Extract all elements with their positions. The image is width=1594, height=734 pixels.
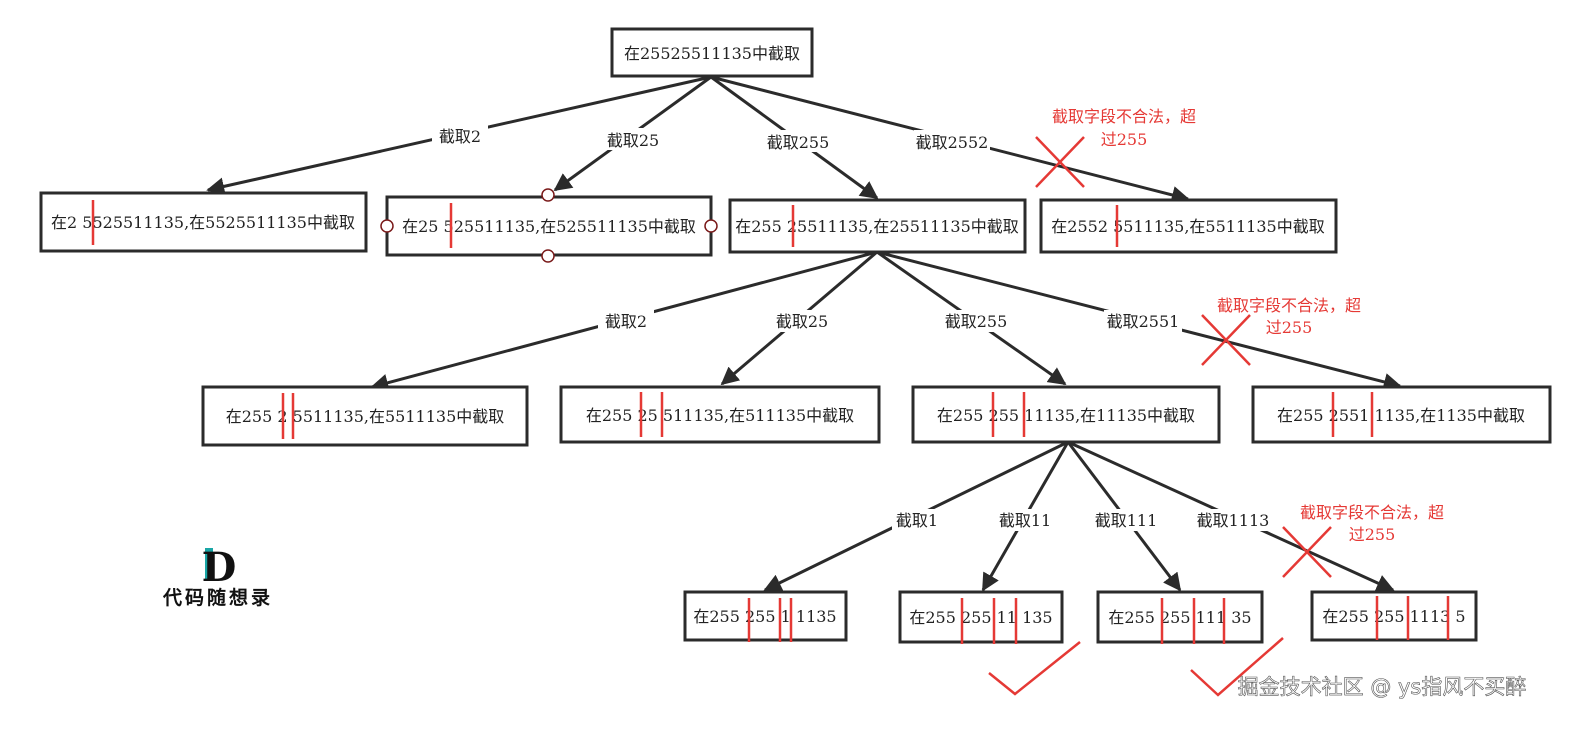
root-node[interactable]: 在25525511135中截取: [610, 27, 814, 78]
logo-name: 代码随想录: [162, 586, 273, 609]
logo: D 代码随想录: [162, 544, 273, 609]
annotation-text: 过255: [1101, 130, 1148, 149]
invalid-mark-3: 截取字段不合法，超 过255: [1282, 503, 1444, 578]
annotation-text: 过255: [1349, 525, 1396, 544]
edge-label: 截取111: [1095, 511, 1158, 530]
edge-label: 截取11: [999, 511, 1051, 530]
node-label: 在255 255 11135,在11135中截取: [937, 406, 1195, 425]
node-label: 在2 5525511135,在5525511135中截取: [51, 213, 355, 232]
level2-node-d[interactable]: 在255 2551 1135,在1135中截取: [1251, 385, 1552, 444]
level2-node-c[interactable]: 在255 255 11135,在11135中截取: [911, 385, 1221, 444]
annotation-text: 截取字段不合法，超: [1052, 107, 1196, 126]
node-label: 在255 255 111 35: [1108, 608, 1251, 627]
invalid-mark-2: 截取字段不合法，超 过255: [1201, 296, 1361, 366]
node-label: 在255 255 1113 5: [1322, 607, 1465, 626]
resize-handle[interactable]: [541, 188, 555, 202]
check-mark-icon: [988, 641, 1081, 696]
annotation-text: 过255: [1266, 318, 1313, 337]
level2-node-a[interactable]: 在255 2 5511135,在5511135中截取: [201, 385, 529, 447]
level3-node-c[interactable]: 在255 255 111 35: [1096, 590, 1264, 644]
edge-label: 截取2551: [1107, 312, 1180, 331]
level3-node-b[interactable]: 在255 255 11 135: [898, 590, 1064, 644]
node-label: 在255 25 511135,在511135中截取: [586, 406, 854, 425]
logo-accent-bar: [205, 548, 213, 580]
level1-node-d[interactable]: 在2552 5511135,在5511135中截取: [1039, 198, 1338, 254]
node-label: 在255 2551 1135,在1135中截取: [1277, 406, 1525, 425]
edge-label: 截取1: [896, 511, 938, 530]
level3-node-a[interactable]: 在255 255 1 1135: [683, 590, 848, 642]
resize-handle[interactable]: [380, 219, 394, 233]
node-label: 在25525511135中截取: [624, 44, 800, 63]
level1-node-c[interactable]: 在255 25511135,在25511135中截取: [728, 198, 1027, 254]
node-label: 在255 25511135,在25511135中截取: [735, 217, 1019, 236]
edge-label: 截取1113: [1197, 511, 1270, 530]
node-label: 在255 2 5511135,在5511135中截取: [226, 407, 505, 426]
level1-node-b[interactable]: 在25 525511135,在525511135中截取: [380, 188, 718, 263]
resize-handle[interactable]: [541, 249, 555, 263]
node-label: 在255 255 11 135: [909, 608, 1052, 627]
edge-label: 截取25: [607, 131, 659, 150]
node-label: 在25 525511135,在525511135中截取: [402, 217, 696, 236]
edge-label: 截取25: [776, 312, 828, 331]
node-label: 在2552 5511135,在5511135中截取: [1051, 217, 1324, 236]
level3-node-d[interactable]: 在255 255 1113 5: [1310, 590, 1478, 642]
check-mark-icon: [1190, 637, 1284, 697]
edge-label: 截取2552: [916, 133, 989, 152]
invalid-mark-1: 截取字段不合法，超 过255: [1035, 107, 1196, 188]
edge-label: 截取255: [945, 312, 1008, 331]
level1-node-a[interactable]: 在2 5525511135,在5525511135中截取: [39, 191, 368, 253]
watermark: 掘金技术社区 @ ys指风不买醉: [1238, 675, 1527, 699]
resize-handle[interactable]: [704, 219, 718, 233]
logo-letter: D: [202, 544, 237, 591]
edge-label: 截取2: [439, 127, 481, 146]
annotation-text: 截取字段不合法，超: [1300, 503, 1444, 522]
annotation-text: 截取字段不合法，超: [1217, 296, 1361, 315]
node-label: 在255 255 1 1135: [693, 607, 836, 626]
level2-node-b[interactable]: 在255 25 511135,在511135中截取: [559, 385, 881, 444]
edge-label: 截取2: [605, 312, 647, 331]
edge-labels: 截取2 截取25 截取255 截取2552 截取2 截取25 截取255 截取2…: [432, 124, 1271, 531]
edge-label: 截取255: [767, 133, 830, 152]
